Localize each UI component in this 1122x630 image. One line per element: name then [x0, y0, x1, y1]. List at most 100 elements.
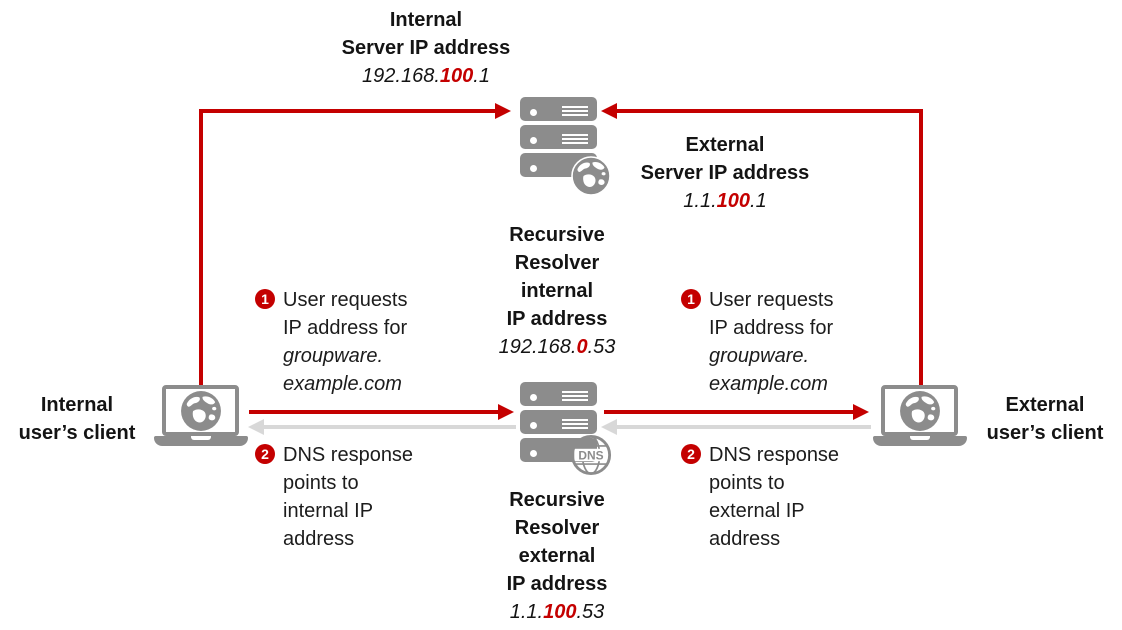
ip-part: .53: [576, 601, 605, 623]
internal-server-label: Internal Server IP address 192.168.100.1: [315, 6, 537, 90]
dns-globe-icon: DNS: [570, 434, 612, 476]
external-server-label-line: Server IP address: [640, 162, 810, 184]
annotation-line: IP address for: [283, 317, 408, 339]
ip-part: .53: [587, 336, 616, 358]
resolver-external-label-line: external: [518, 545, 596, 567]
server-led-icon: [530, 137, 537, 144]
ip-highlight: 100: [716, 190, 751, 212]
annotation-left-response: 2 DNS response points to internal IP add…: [255, 441, 445, 553]
ip-part: .1: [473, 65, 490, 87]
external-response-arrowhead-icon: [601, 419, 617, 435]
internal-server-label-line: Internal: [389, 9, 463, 31]
annotation-right-response: 2 DNS response points to external IP add…: [681, 441, 871, 553]
external-client-label-line: user’s client: [986, 422, 1104, 444]
globe-icon: [899, 390, 940, 431]
resolver-external-label: Recursive Resolver external IP address 1…: [446, 486, 668, 626]
server-unit: [520, 382, 597, 406]
annotation-line-domain: example.com: [709, 373, 828, 395]
external-client-label: External user’s client: [966, 391, 1122, 447]
step-2-badge: 2: [681, 444, 701, 464]
server-led-icon: [530, 422, 537, 429]
annotation-text: User requests IP address for groupware. …: [709, 286, 871, 398]
annotation-text: DNS response points to internal IP addre…: [283, 441, 445, 553]
internal-response-arrow-line: [264, 425, 516, 429]
recursive-resolver-icon: DNS: [520, 382, 612, 490]
server-unit: [520, 125, 597, 149]
annotation-line: external IP: [709, 500, 805, 522]
annotation-line: points to: [709, 472, 785, 494]
external-client-to-server-line-horizontal: [617, 109, 923, 113]
server-vents-icon: [562, 134, 588, 144]
annotation-text: DNS response points to external IP addre…: [709, 441, 871, 553]
ip-highlight: 0: [576, 336, 588, 358]
server-led-icon: [530, 165, 537, 172]
server-vents-icon: [562, 391, 588, 401]
annotation-line: address: [283, 528, 355, 550]
internal-request-arrowhead-icon: [498, 404, 514, 420]
annotation-line: points to: [283, 472, 359, 494]
internal-response-arrowhead-icon: [248, 419, 264, 435]
external-server-label: External Server IP address 1.1.100.1: [614, 131, 836, 215]
internal-server-ip: 192.168.100.1: [315, 62, 537, 90]
server-led-icon: [530, 394, 537, 401]
annotation-line: DNS response: [283, 444, 414, 466]
internal-client-label: Internal user’s client: [0, 391, 156, 447]
ip-highlight: 100: [439, 65, 474, 87]
external-request-arrowhead-icon: [853, 404, 869, 420]
resolver-external-label-line: IP address: [506, 573, 608, 595]
external-response-arrow-line: [617, 425, 871, 429]
resolver-external-label-line: Resolver: [514, 517, 600, 539]
laptop-base-icon: [873, 436, 967, 446]
server-unit: [520, 97, 597, 121]
annotation-line: internal IP: [283, 500, 374, 522]
resolver-external-label-line: Recursive: [509, 489, 605, 511]
step-1-badge: 1: [681, 289, 701, 309]
internal-client-label-line: user’s client: [18, 422, 136, 444]
resolver-internal-ip: 192.168.0.53: [446, 333, 668, 361]
resolver-internal-label-line: Resolver: [514, 252, 600, 274]
globe-icon: [571, 156, 611, 196]
step-1-badge: 1: [255, 289, 275, 309]
resolver-internal-label-line: IP address: [506, 308, 608, 330]
ip-part: 1.1.: [683, 190, 717, 212]
external-server-ip: 1.1.100.1: [614, 187, 836, 215]
resolver-internal-label: Recursive Resolver internal IP address 1…: [446, 221, 668, 361]
laptop-screen-icon: [881, 385, 958, 436]
ip-part: 1.1.: [509, 601, 544, 623]
annotation-line: User requests: [283, 289, 408, 311]
ip-part: 192.168.: [362, 65, 440, 87]
annotation-line-domain: example.com: [283, 373, 402, 395]
server-vents-icon: [562, 106, 588, 116]
internal-client-to-server-line-vertical: [199, 109, 203, 385]
server-vents-icon: [562, 419, 588, 429]
external-server-label-line: External: [685, 134, 765, 156]
laptop-screen-icon: [162, 385, 239, 436]
resolver-internal-label-line: Recursive: [509, 224, 605, 246]
annotation-line-domain: groupware.: [709, 345, 810, 367]
external-request-arrow-line: [604, 410, 853, 414]
ip-highlight: 100: [543, 601, 577, 623]
arrowhead-into-server-right-icon: [601, 103, 617, 119]
annotation-text: User requests IP address for groupware. …: [283, 286, 445, 398]
globe-icon: [180, 390, 221, 431]
arrowhead-into-server-left-icon: [495, 103, 511, 119]
step-2-badge: 2: [255, 444, 275, 464]
ip-part: .1: [750, 190, 767, 212]
annotation-line: IP address for: [709, 317, 834, 339]
internal-server-label-line: Server IP address: [341, 37, 511, 59]
external-client-to-server-line-vertical: [919, 109, 923, 385]
laptop-notch-icon: [910, 436, 930, 440]
laptop-base-icon: [154, 436, 248, 446]
server-led-icon: [530, 450, 537, 457]
internal-client-to-server-line-horizontal: [199, 109, 495, 113]
annotation-line-domain: groupware.: [283, 345, 384, 367]
laptop-notch-icon: [191, 436, 211, 440]
annotation-left-request: 1 User requests IP address for groupware…: [255, 286, 445, 398]
internal-client-label-line: Internal: [40, 394, 114, 416]
dns-badge-label: DNS: [578, 448, 603, 462]
internal-request-arrow-line: [249, 410, 498, 414]
server-led-icon: [530, 109, 537, 116]
annotation-line: DNS response: [709, 444, 840, 466]
groupware-server-icon: [520, 97, 611, 205]
